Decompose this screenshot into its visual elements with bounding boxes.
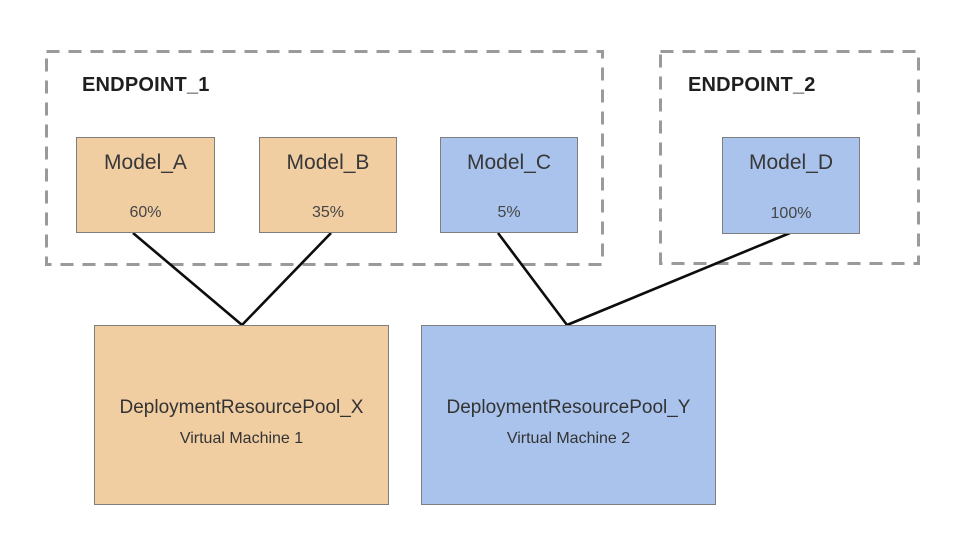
model-node-d: Model_D 100% (722, 137, 860, 234)
connector-line (241, 232, 332, 326)
model-name: Model_A (104, 151, 187, 174)
endpoint-boundary (659, 50, 920, 265)
model-traffic-split: 35% (311, 204, 345, 221)
model-traffic-split: 60% (129, 204, 162, 221)
pool-name: DeploymentResourcePool_X (119, 396, 364, 418)
model-node-b: Model_B 35% (259, 137, 397, 233)
model-traffic-split: 5% (497, 204, 521, 221)
endpoint-2-label: ENDPOINT_2 (688, 74, 816, 96)
model-node-a: Model_A 60% (76, 137, 215, 233)
pool-name: DeploymentResourcePool_Y (446, 396, 691, 418)
model-node-c: Model_C 5% (440, 137, 578, 233)
connector-line (132, 232, 243, 326)
pool-machine-label: Virtual Machine 1 (179, 429, 304, 447)
connector-line (496, 232, 569, 326)
model-name: Model_C (466, 151, 552, 174)
pool-node-y: DeploymentResourcePool_Y Virtual Machine… (421, 325, 716, 505)
connector-line (566, 231, 791, 327)
model-traffic-split: 100% (770, 205, 812, 222)
model-name: Model_D (748, 151, 834, 174)
endpoint-1-label: ENDPOINT_1 (82, 74, 210, 96)
endpoint-boundary (45, 50, 604, 266)
pool-machine-label: Virtual Machine 2 (506, 429, 631, 447)
pool-node-x: DeploymentResourcePool_X Virtual Machine… (94, 325, 389, 505)
model-name: Model_B (286, 151, 370, 174)
